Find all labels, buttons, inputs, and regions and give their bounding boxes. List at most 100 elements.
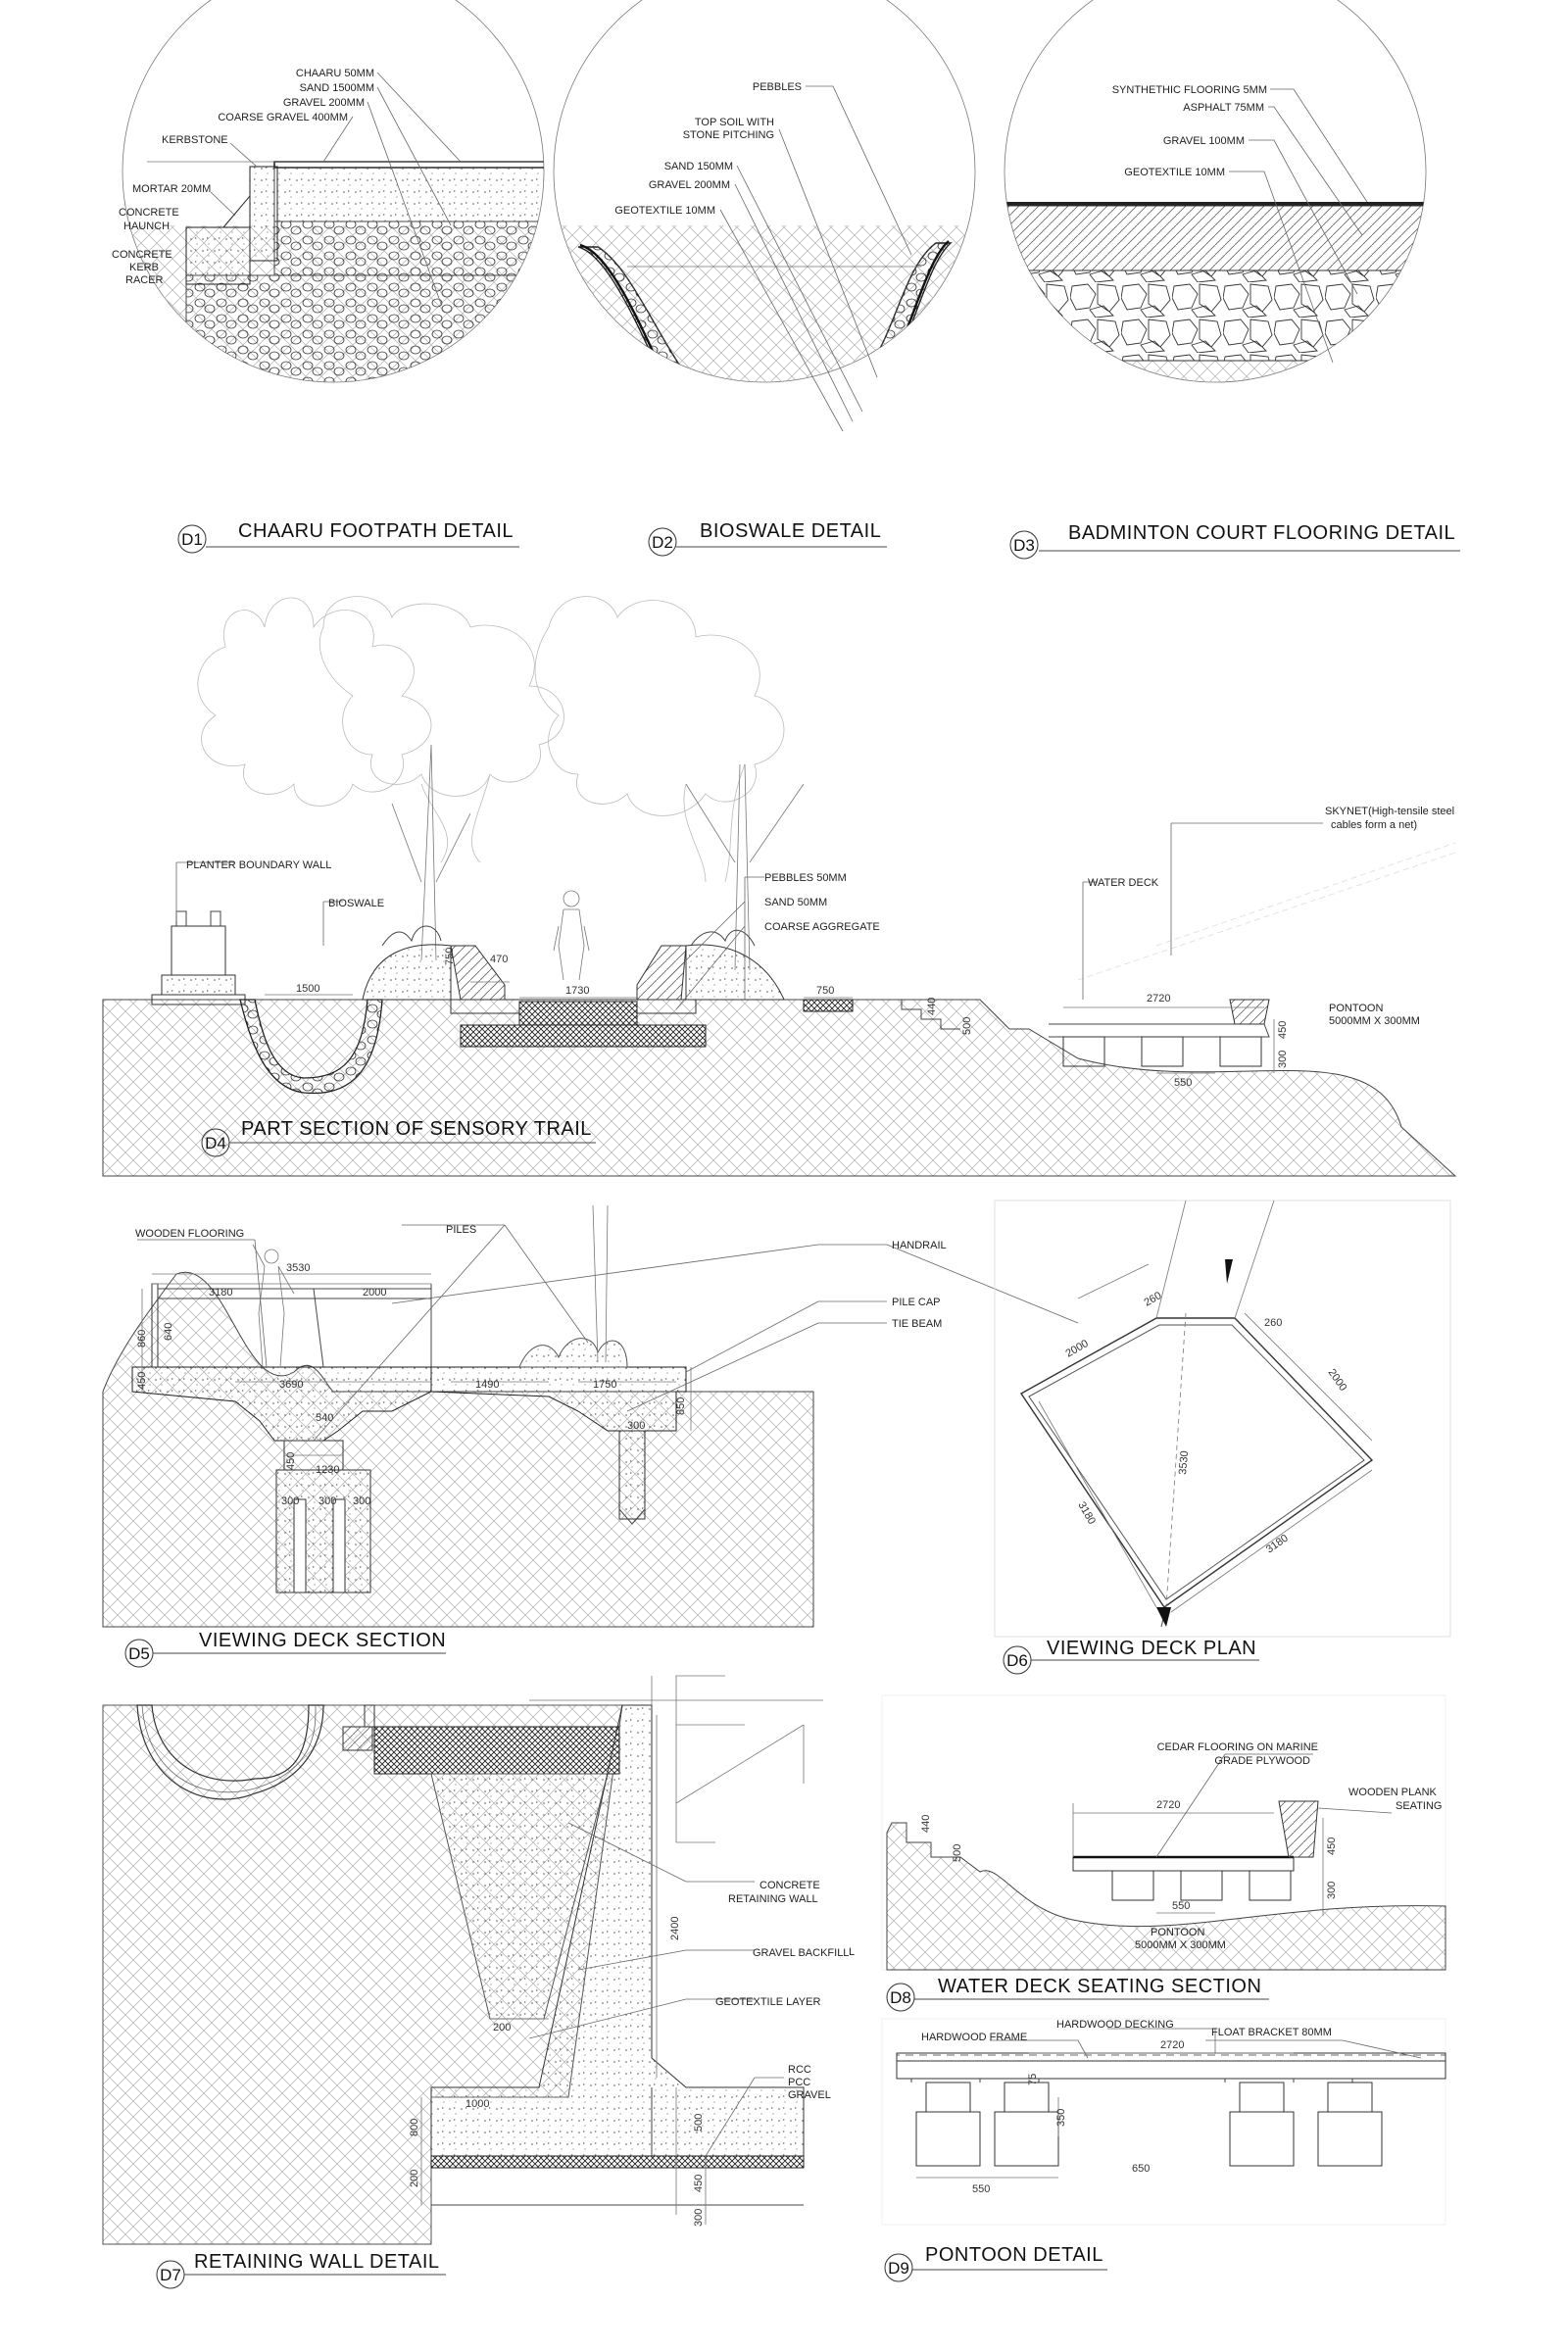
d2-label: TOP SOIL WITH	[695, 117, 774, 128]
d4-labels: PLANTER BOUNDARY WALL BIOSWALE PEBBLES 5…	[186, 806, 1454, 1157]
d7-label: PCC	[788, 2077, 810, 2088]
d6-dim: 3530	[1177, 1450, 1191, 1475]
d3-label: GEOTEXTILE 10MM	[1124, 167, 1225, 178]
d4-label: PLANTER BOUNDARY WALL	[186, 859, 331, 871]
d8-label: GRADE PLYWOOD	[1214, 1755, 1310, 1767]
d1-labels: CHAARU 50MM SAND 1500MM GRAVEL 200MM COA…	[112, 68, 519, 554]
d5-dim: 640	[163, 1323, 174, 1341]
d9-tag: D9	[888, 2259, 909, 2278]
d7-label: GRAVEL	[788, 2089, 831, 2101]
d4-dim: 450	[1277, 1021, 1289, 1039]
d7-label: RCC	[788, 2064, 811, 2076]
d4-dim: 300	[1277, 1051, 1289, 1068]
d5-dim: 3180	[209, 1287, 232, 1298]
d5-dim: 2000	[363, 1287, 386, 1298]
d4-dim: 750	[816, 985, 834, 997]
d5-dim: 300	[353, 1495, 370, 1507]
d7-labels: CONCRETE RETAINING WALL GRAVEL BACKFILL …	[156, 1880, 855, 2289]
d2-label: GEOTEXTILE 10MM	[614, 205, 715, 217]
person-figure	[252, 1244, 295, 1368]
d2-label: GRAVEL 200MM	[649, 179, 730, 191]
d5-label: TIE BEAM	[892, 1318, 942, 1330]
d4-label: SKYNET(High-tensile steel	[1325, 806, 1454, 817]
d7-label: L	[849, 1946, 855, 1958]
d6-dim: 260	[1264, 1317, 1282, 1329]
d7-dim: 300	[693, 2209, 705, 2227]
d8-label: SEATING	[1396, 1800, 1442, 1812]
d5-labels: WOODEN FLOORING PILES HANDRAIL PILE CAP …	[124, 1224, 947, 1668]
water-deck	[1049, 999, 1270, 1067]
d1-label: SAND 1500MM	[300, 82, 374, 94]
d5-dim: 860	[136, 1330, 148, 1348]
d5-tag: D5	[128, 1644, 150, 1663]
d1-label: MORTAR 20MM	[132, 183, 211, 195]
d2-label: PEBBLES	[753, 81, 802, 93]
d9-label: FLOAT BRACKET 80MM	[1211, 2027, 1332, 2038]
d4-tag: D4	[205, 1134, 226, 1152]
detail-d9-pontoon	[881, 2018, 1446, 2226]
d1-label: KERBSTONE	[162, 134, 228, 146]
d3-label: SYNTHETHIC FLOORING 5MM	[1112, 84, 1267, 96]
d2-title: BIOSWALE DETAIL	[700, 520, 881, 542]
d5-dim: 540	[316, 1412, 333, 1424]
d5-dim: 300	[281, 1495, 299, 1507]
d4-dim: 1500	[296, 983, 319, 995]
d3-label: ASPHALT 75MM	[1183, 102, 1264, 114]
d7-dim: 200	[493, 2022, 511, 2034]
d5-dim: 1750	[593, 1379, 616, 1391]
d5-label: HANDRAIL	[892, 1240, 947, 1251]
d7-dim: 200	[409, 2170, 420, 2187]
d9-title: PONTOON DETAIL	[925, 2244, 1103, 2266]
d8-label: WOODEN PLANK	[1348, 1787, 1438, 1798]
d7-dim: 1000	[466, 2098, 489, 2110]
d7-dim: 450	[693, 2175, 705, 2192]
tree-canopy	[197, 596, 785, 883]
d4-dim: 500	[961, 1017, 973, 1035]
d8-dim: 500	[952, 1844, 963, 1862]
d4-label: BIOSWALE	[328, 898, 384, 909]
d5-dim: 1230	[316, 1464, 339, 1476]
d9-dim: 550	[972, 2183, 990, 2195]
d8-label: PONTOON	[1151, 1927, 1204, 1938]
d5-dim: 3690	[279, 1379, 303, 1391]
detail-d6-viewing-deck-plan	[994, 1200, 1451, 1638]
d6-dim: 260	[1143, 1290, 1164, 1309]
d1-label: KERB	[129, 262, 159, 273]
detail-d8-water-deck-seating	[881, 1694, 1446, 1971]
detail-d7-retaining-wall	[102, 1675, 823, 2245]
d9-label: HARDWOOD FRAME	[921, 2032, 1027, 2043]
d6-dim: 2000	[1326, 1367, 1349, 1394]
d4-dim: 1730	[565, 985, 589, 997]
d4-dim: 2720	[1147, 993, 1170, 1004]
d8-label: 5000MM X 300MM	[1135, 1939, 1226, 1951]
d7-dim: 2400	[669, 1917, 681, 1940]
person-figure	[553, 890, 590, 981]
d4-label: 5000MM X 300MM	[1329, 1015, 1420, 1027]
d4-label: PONTOON	[1329, 1003, 1383, 1014]
d1-label: CHAARU 50MM	[296, 68, 374, 79]
detail-d5-viewing-deck-section	[102, 1204, 1079, 1628]
d7-label: GRAVEL BACKFILL	[753, 1947, 849, 1959]
d5-dim: 450	[136, 1372, 148, 1390]
d1-tag: D1	[181, 530, 203, 549]
d5-label: PILES	[446, 1224, 476, 1236]
d1-label: CONCRETE	[112, 249, 172, 261]
d6-labels: 260 260 2000 2000 3530 3180 3180 D6 VIEW…	[1003, 1290, 1349, 1675]
d3-label: GRAVEL 100MM	[1163, 135, 1245, 147]
d2-labels: PEBBLES TOP SOIL WITH STONE PITCHING SAN…	[614, 81, 912, 557]
d4-label: SAND 50MM	[764, 897, 827, 908]
d3-title: BADMINTON COURT FLOORING DETAIL	[1068, 522, 1455, 544]
d9-labels: HARDWOOD DECKING HARDWOOD FRAME FLOAT BR…	[884, 2019, 1332, 2282]
d6-dim: 3180	[1075, 1500, 1098, 1527]
d7-title: RETAINING WALL DETAIL	[194, 2251, 440, 2273]
d3-tag: D3	[1013, 536, 1035, 555]
d6-title: VIEWING DECK PLAN	[1047, 1638, 1256, 1659]
d5-label: WOODEN FLOORING	[135, 1228, 244, 1240]
d7-dim: 800	[409, 2119, 420, 2136]
d8-dim: 550	[1172, 1900, 1190, 1912]
d6-tag: D6	[1006, 1651, 1028, 1670]
d8-dim: 300	[1326, 1882, 1338, 1899]
d1-label: COARSE GRAVEL 400MM	[218, 112, 348, 123]
detail-d4-sensory-trail-section	[102, 596, 1457, 1177]
